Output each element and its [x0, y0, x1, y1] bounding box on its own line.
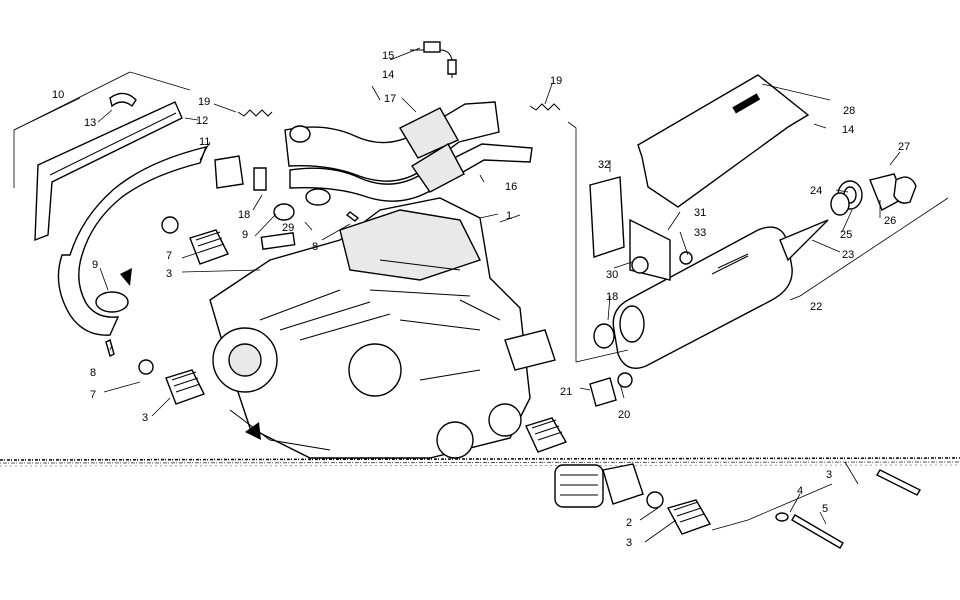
callout-8: 8	[312, 241, 318, 253]
arrow-markers	[120, 268, 261, 440]
oil-filter-assembly	[554, 463, 644, 508]
ground-line	[0, 457, 960, 467]
springs	[237, 103, 561, 117]
callout-21: 21	[560, 386, 572, 398]
callout-8: 8	[90, 367, 96, 379]
callout-12: 12	[196, 115, 208, 127]
callout-7: 7	[90, 389, 96, 401]
callout-3: 3	[626, 537, 632, 549]
callout-33: 33	[694, 227, 706, 239]
callout-3: 3	[826, 469, 832, 481]
exhaust-header-pipes	[284, 101, 533, 206]
muffler	[612, 219, 829, 369]
callout-17: 17	[384, 93, 396, 105]
callout-19: 19	[550, 75, 562, 87]
callout-15: 15	[382, 50, 394, 62]
callout-31: 31	[694, 207, 706, 219]
clamps-and-rings	[253, 167, 850, 407]
callout-13: 13	[84, 117, 96, 129]
callout-10: 10	[52, 89, 64, 101]
callout-7: 7	[166, 250, 172, 262]
outlet-flange-parts	[837, 173, 917, 211]
callout-11: 11	[199, 136, 210, 148]
callout-5: 5	[822, 503, 828, 515]
callout-22: 22	[810, 301, 822, 313]
callout-25: 25	[840, 229, 852, 241]
leader-lines	[13, 47, 949, 543]
callout-32: 32	[598, 159, 610, 171]
callout-3: 3	[142, 412, 148, 424]
callout-18: 18	[606, 291, 618, 303]
callout-26: 26	[884, 215, 896, 227]
heat-shield-left	[34, 92, 183, 242]
callout-20: 20	[618, 409, 630, 421]
callout-14: 14	[842, 124, 854, 136]
muffler-heat-shield	[637, 74, 810, 208]
callout-14: 14	[382, 69, 394, 81]
callout-4: 4	[797, 485, 803, 497]
exhaust-pipe-front	[57, 146, 244, 336]
mounting-bracket	[589, 176, 693, 281]
callout-19: 19	[198, 96, 210, 108]
engine-assembly	[209, 197, 556, 459]
callout-1: 1	[506, 210, 512, 222]
callout-3: 3	[166, 268, 172, 280]
callout-16: 16	[505, 181, 517, 193]
oxygen-sensor	[410, 41, 457, 78]
bolts	[105, 211, 921, 549]
callout-29: 29	[282, 222, 294, 234]
callout-30: 30	[606, 269, 618, 281]
callout-24: 24	[810, 185, 822, 197]
callout-9: 9	[92, 259, 98, 271]
callout-23: 23	[842, 249, 854, 261]
callout-numbers: 10 13 19 12 11 18 9 29 8 7 3 9 8 7 3 14 …	[52, 50, 910, 549]
callout-9: 9	[242, 229, 248, 241]
callout-2: 2	[626, 517, 632, 529]
engine-mount-dampers	[138, 216, 712, 535]
callout-28: 28	[843, 105, 855, 117]
callout-18: 18	[238, 209, 250, 221]
callout-27: 27	[898, 141, 910, 153]
